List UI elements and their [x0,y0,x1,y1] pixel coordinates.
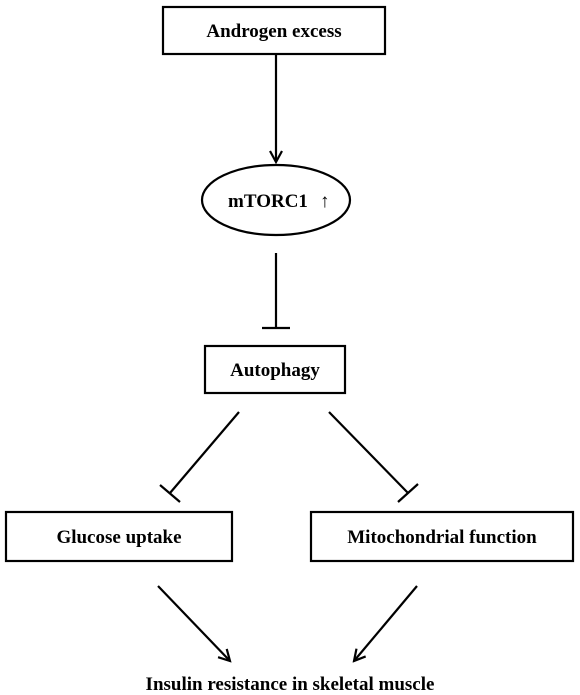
edge-autophagy-inhibits-mito [328,411,419,503]
node-autophagy: Autophagy [203,344,347,395]
edge-mito-to-outcome [354,585,418,661]
edge-mtorc1-inhibits-autophagy [262,253,290,330]
up-arrow-icon: ↑ [320,191,330,212]
node-mitochondrial-function-label: Mitochondrial function [347,527,537,548]
node-mitochondrial-function: Mitochondrial function [309,510,575,563]
node-mtorc1: mTORC1 ↑ [200,163,352,237]
node-glucose-uptake-label: Glucose uptake [56,527,181,548]
node-androgen-excess-label: Androgen excess [206,21,341,42]
node-autophagy-label: Autophagy [230,360,320,381]
node-outcome-label: Insulin resistance in skeletal muscle [146,674,435,695]
node-mtorc1-label: mTORC1 [228,191,308,212]
node-glucose-uptake: Glucose uptake [4,510,234,563]
node-androgen-excess: Androgen excess [161,5,387,56]
edge-glucose-to-outcome [157,585,230,661]
edge-autophagy-inhibits-glucose [159,411,240,503]
